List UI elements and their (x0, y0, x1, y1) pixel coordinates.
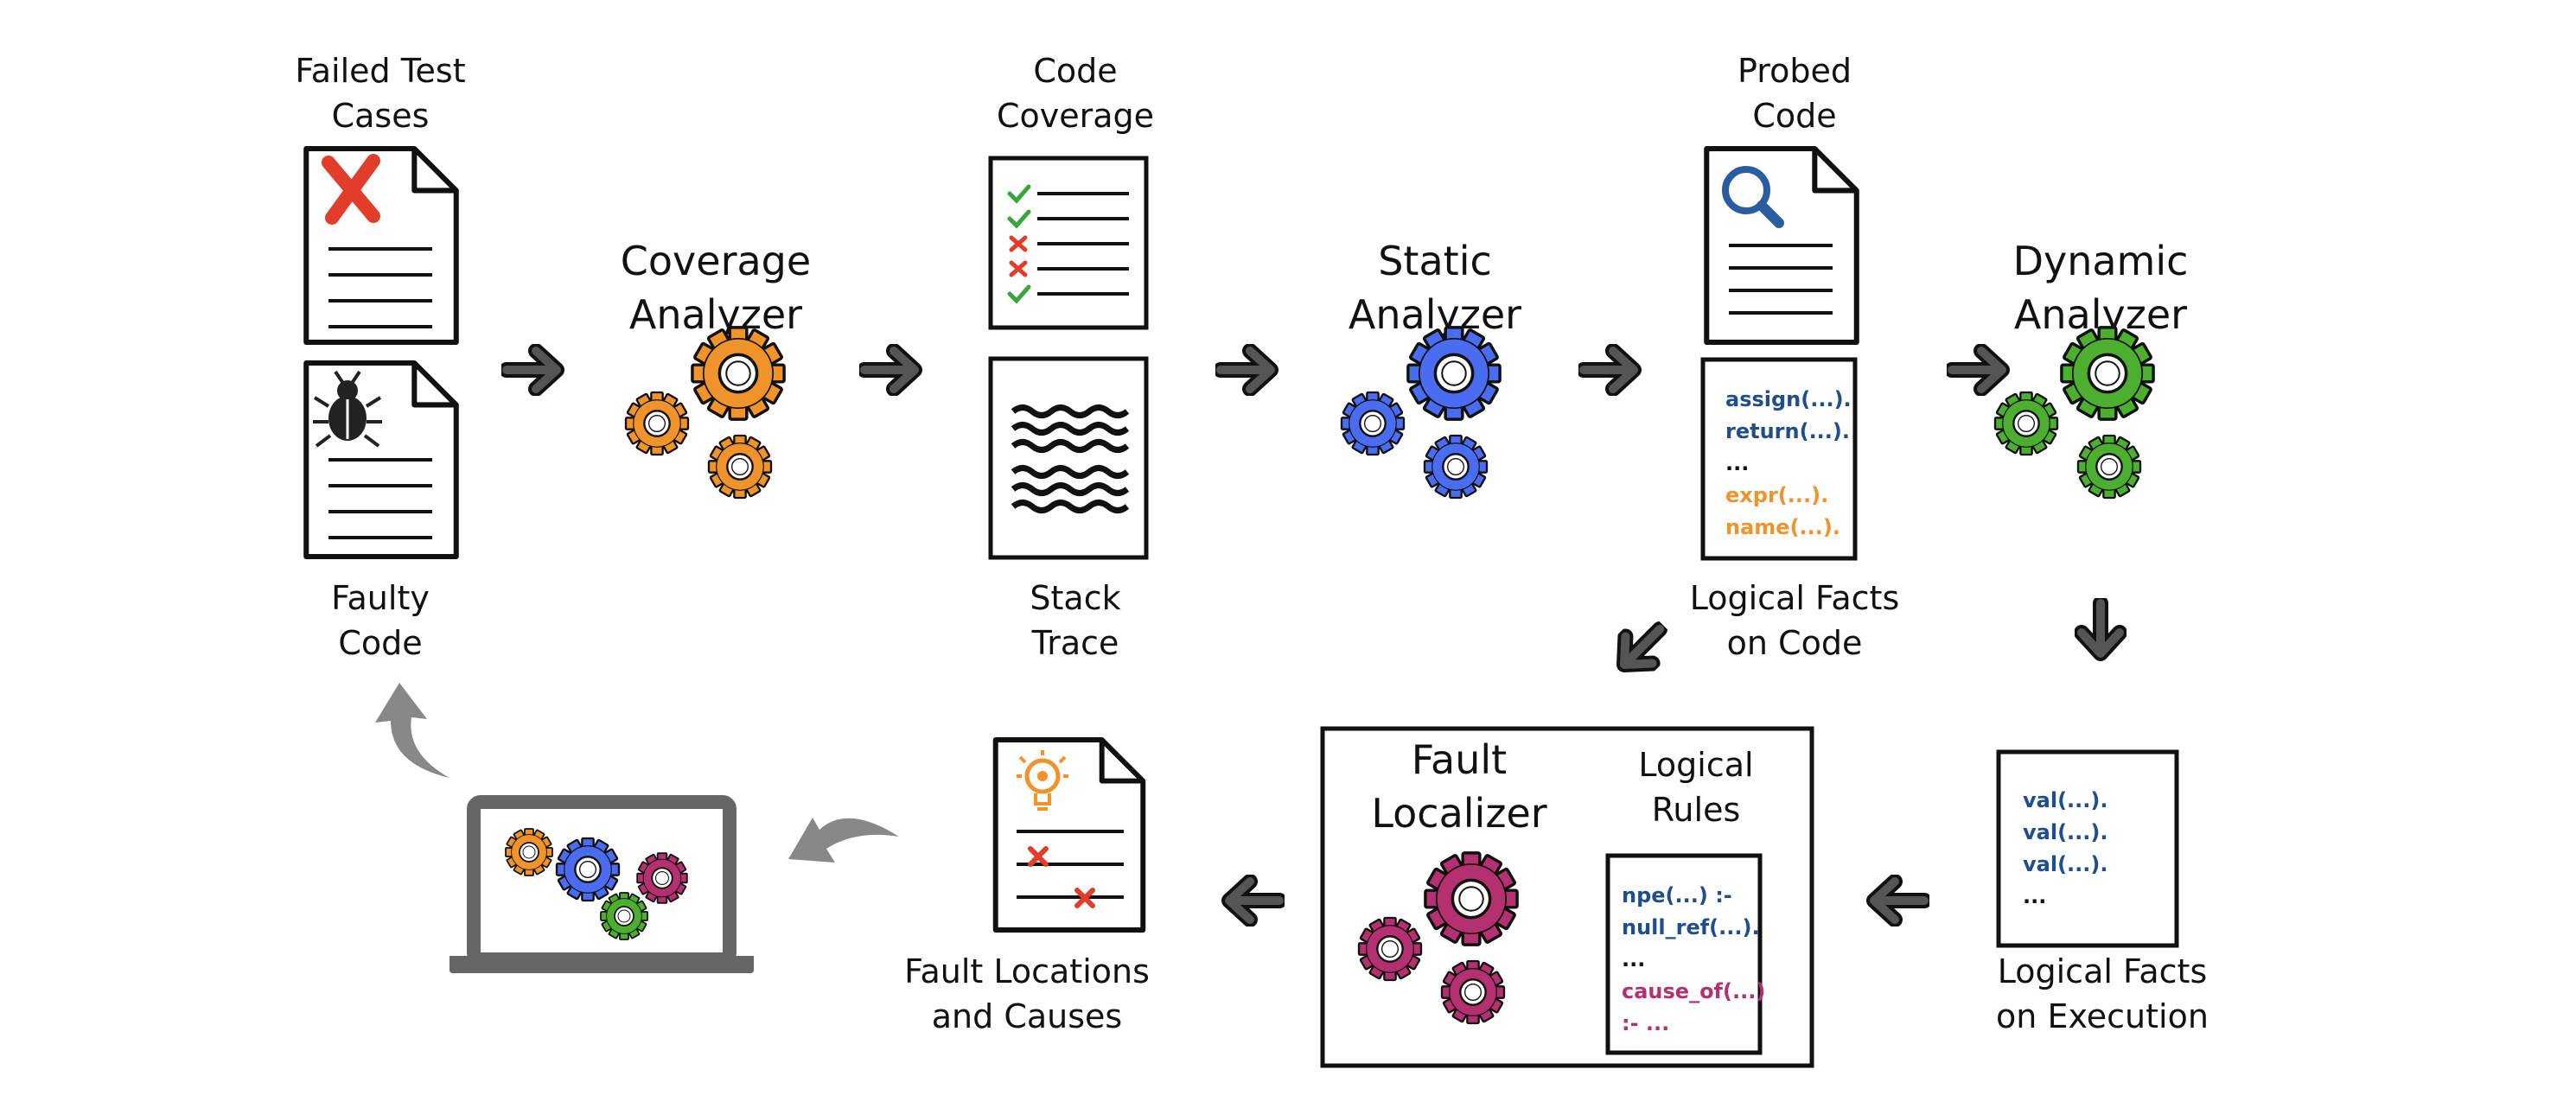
failed-test-doc (306, 149, 456, 342)
fault-locations-label: Fault Locations and Causes (904, 952, 1150, 1035)
label-line: Code (338, 624, 422, 662)
wave-icon (1011, 465, 1130, 479)
static-gear-bottom (1423, 434, 1489, 500)
coverage-gear-bottom (707, 434, 773, 500)
check-icon (1007, 284, 1031, 304)
label-line: Rules (1652, 791, 1741, 829)
coverage-gear-big (691, 326, 786, 421)
label-line: Code (1033, 52, 1117, 90)
logical-facts-execution-label: Logical Facts on Execution (1996, 952, 2209, 1035)
logical-rules-box (1605, 853, 1763, 1055)
curved-arrow-to-faulty-code (375, 683, 450, 778)
code-facts-box (1700, 357, 1858, 561)
wave-icon (1011, 482, 1130, 496)
dynamic-gear-bottom (2076, 434, 2142, 500)
label-line: Cases (332, 97, 430, 135)
label-line: Trace (1031, 624, 1119, 662)
label-line: Logical Facts (1690, 579, 1900, 617)
execution-facts-line: val(...). (2023, 852, 2107, 876)
label-line: Dynamic (2013, 238, 2189, 284)
rules-line: :- ... (1622, 1011, 1669, 1035)
check-icon (1007, 209, 1031, 229)
logical-facts-code-label: Logical Facts on Code (1690, 579, 1900, 662)
wave-icon (1011, 500, 1130, 513)
execution-facts-line: ... (2023, 884, 2046, 908)
execution-facts-line: val(...). (2023, 820, 2107, 844)
rules-line: cause_of(...) (1622, 979, 1765, 1003)
label-line: Fault (1412, 736, 1507, 783)
label-line: Code (1752, 97, 1836, 135)
wave-icon (1011, 439, 1130, 453)
lightbulb-icon (1017, 750, 1068, 811)
rules-line: ... (1622, 947, 1645, 971)
dynamic-gear-left (1993, 391, 2059, 456)
label-line: Stack (1030, 579, 1120, 617)
stack-trace-doc (988, 356, 1149, 560)
label-line: Static (1378, 238, 1492, 284)
label-line: Coverage (621, 238, 811, 284)
arrow-to-code-coverage (864, 351, 915, 389)
code-facts-line: expr(...). (1725, 483, 1828, 507)
code-facts-line: assign(...). (1725, 387, 1852, 411)
label-line: on Code (1727, 624, 1863, 662)
dynamic-gear-big (2060, 326, 2155, 421)
label-line: on Execution (1996, 997, 2209, 1035)
arrow-to-localizer (1610, 615, 1673, 678)
rules-line: null_ref(...). (1622, 915, 1760, 939)
label-line: Localizer (1371, 790, 1546, 837)
arrow-to-probed (1584, 351, 1634, 389)
x-icon (1074, 888, 1095, 908)
label-line: Failed Test (295, 52, 465, 90)
curved-arrow-to-laptop (788, 818, 899, 863)
label-line: and Causes (932, 997, 1122, 1035)
bug-icon (313, 370, 382, 448)
label-line: Probed (1738, 52, 1852, 90)
label-line: Logical Facts (1998, 952, 2208, 990)
localizer-gear-bottom (1440, 959, 1506, 1025)
label-line: Fault Locations (904, 952, 1150, 990)
static-gear-big (1406, 326, 1502, 421)
arrow-execution-to-localizer (1874, 882, 1924, 920)
check-icon (1007, 184, 1031, 204)
arrow-to-dynamic (1952, 351, 2002, 389)
x-icon (1009, 260, 1028, 277)
label-line: Faulty (331, 579, 430, 617)
wave-icon (1011, 422, 1130, 436)
coverage-gear-left (624, 391, 690, 456)
label-line: Logical (1638, 746, 1753, 784)
arrow-to-static (1221, 351, 1271, 389)
arrow-to-coverage (507, 351, 557, 389)
static-gear-left (1340, 391, 1406, 456)
code-facts-line: name(...). (1725, 515, 1840, 539)
localizer-gear-big (1424, 851, 1519, 946)
code-facts-line: return(...). (1725, 419, 1850, 443)
execution-facts-line: val(...). (2023, 788, 2107, 812)
execution-facts-box (1996, 749, 2179, 948)
fault-localizer-box (1320, 726, 1814, 1068)
wave-icon (1011, 404, 1130, 418)
x-icon (1009, 235, 1028, 252)
code-facts-line: ... (1725, 451, 1749, 475)
arrow-to-fault-locations (1229, 882, 1279, 920)
arrow-down-execution (2082, 603, 2120, 653)
label-line: Coverage (997, 97, 1154, 135)
x-mark-icon (322, 154, 380, 225)
rules-line: npe(...) :- (1622, 883, 1732, 907)
x-icon (1028, 846, 1049, 867)
localizer-gear-left (1357, 916, 1423, 982)
magnifier-icon (1722, 166, 1784, 228)
label-line: Analyzer (629, 291, 802, 338)
fault-locations-doc (996, 740, 1144, 930)
